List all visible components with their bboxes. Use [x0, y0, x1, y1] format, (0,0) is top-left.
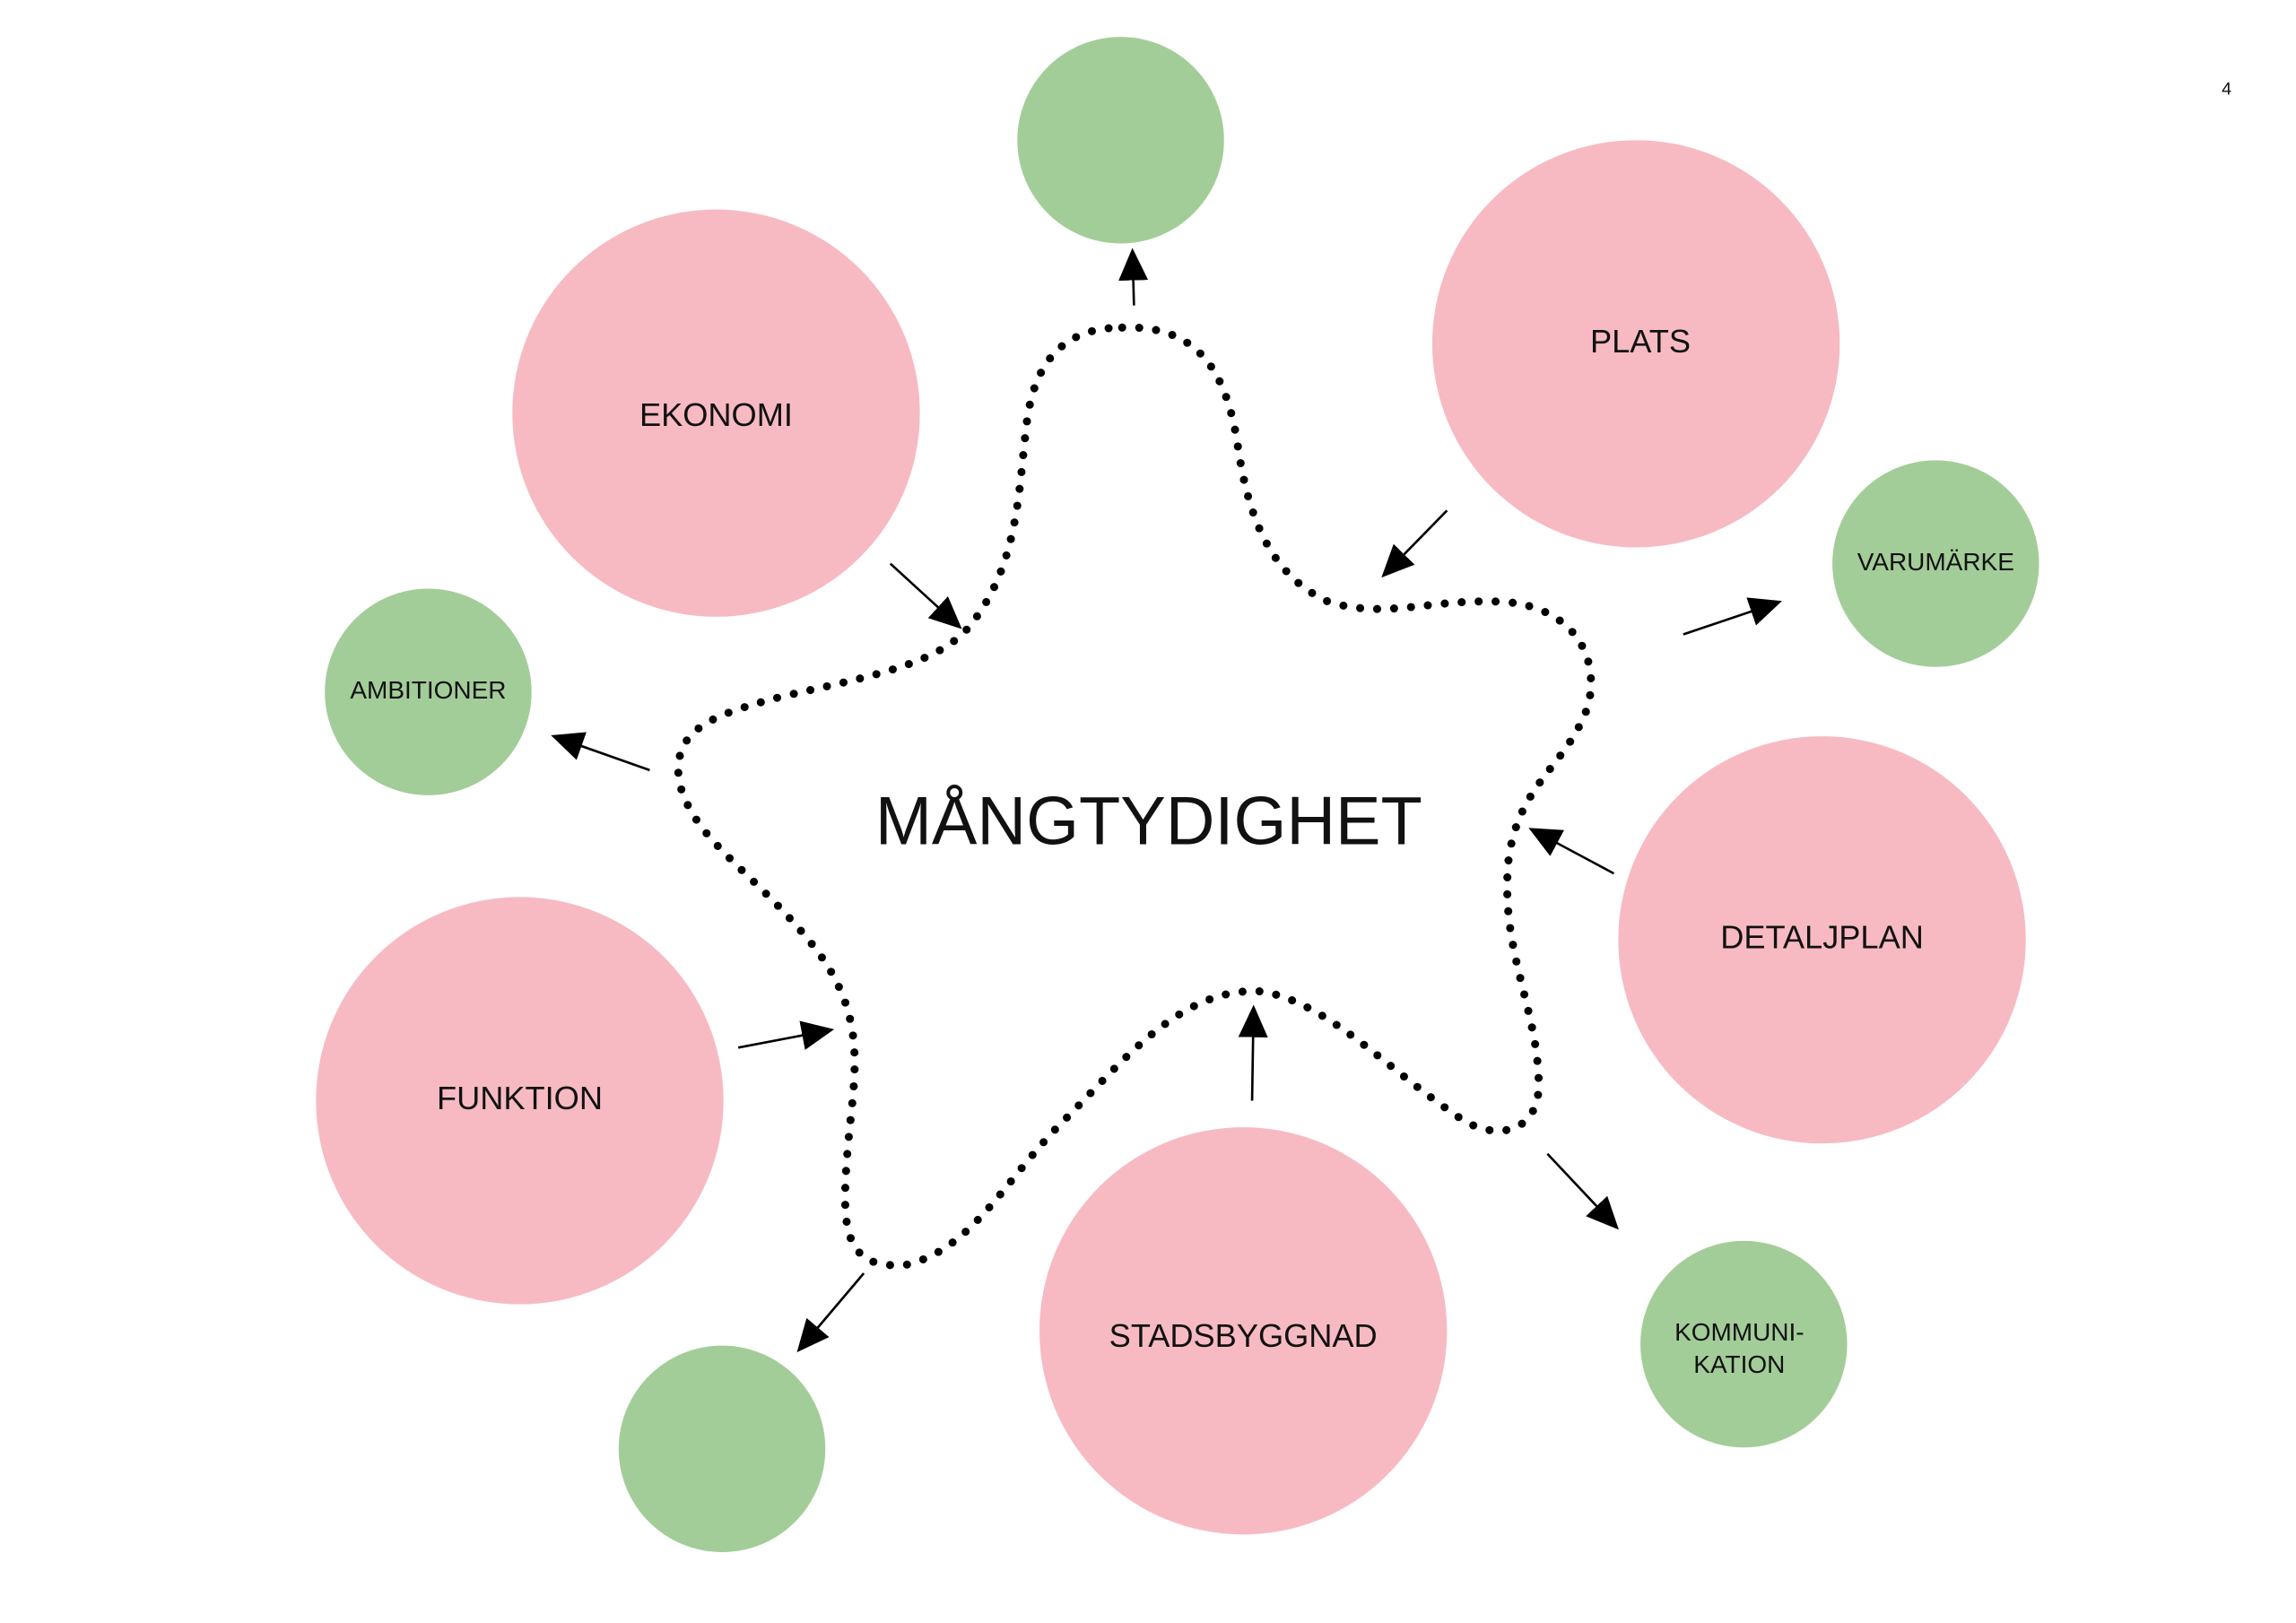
label-plats: PLATS: [1590, 323, 1691, 360]
arrow-to-bottom-circle: [796, 1272, 865, 1353]
arrow-to-varumarke: [1683, 597, 1782, 636]
arrow-from-ekonomi: [889, 562, 962, 629]
arrow-to-top-circle: [1118, 247, 1149, 306]
arrow-to-ambitioner: [551, 732, 650, 772]
green-circle-ambitioner: [325, 588, 532, 795]
arrow-from-stadsbyggnad: [1238, 1004, 1268, 1101]
label-ekonomi: EKONOMI: [639, 396, 793, 433]
center-title: MÅNGTYDIGHET: [875, 783, 1422, 859]
dotted-star-outline: [674, 323, 1596, 1270]
label-kommunikation-2: KATION: [1693, 1350, 1785, 1378]
label-kommunikation-1: KOMMUNI-: [1674, 1318, 1805, 1346]
green-circle-top: [1017, 37, 1224, 244]
pink-circle-detaljplan: [1618, 736, 2026, 1144]
green-circle-kommunikation: [1640, 1240, 1848, 1448]
label-varumarke: VARUMÄRKE: [1857, 548, 2014, 576]
pink-circle-funktion: [316, 897, 724, 1305]
label-stadsbyggnad: STADSBYGGNAD: [1109, 1317, 1378, 1354]
page-number: 4: [2222, 80, 2231, 100]
label-ambitioner: AMBITIONER: [350, 676, 506, 704]
pink-circle-stadsbyggnad: [1039, 1127, 1448, 1535]
arrow-from-detaljplan: [1528, 828, 1615, 875]
label-funktion: FUNKTION: [437, 1080, 603, 1116]
arrow-from-plats: [1381, 509, 1448, 578]
green-circle-varumarke: [1832, 460, 2039, 667]
arrow-from-funktion: [737, 1020, 835, 1050]
label-detaljplan: DETALJPLAN: [1720, 919, 1924, 956]
green-circle-bottom: [618, 1345, 826, 1553]
pink-circle-plats: [1431, 140, 1840, 548]
pink-circle-ekonomi: [512, 209, 920, 617]
arrow-to-kommunikation: [1546, 1152, 1619, 1230]
